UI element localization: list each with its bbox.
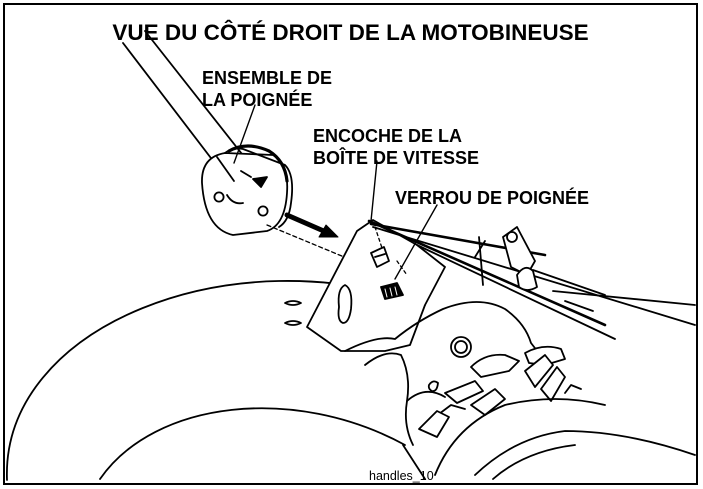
tine-blades (419, 347, 695, 479)
mounting-plate (307, 220, 445, 351)
label-handle-assembly-line-1: ENSEMBLE DE (202, 67, 332, 89)
label-gearbox-notch-line-2: BOÎTE DE VITESSE (313, 147, 479, 169)
label-handle-lock-line-1: VERROU DE POIGNÉE (395, 187, 589, 209)
label-handle-assembly: ENSEMBLE DE LA POIGNÉE (202, 67, 332, 111)
wheel-slot-upper (285, 301, 301, 305)
diagram-frame: VUE DU CÔTÉ DROIT DE LA MOTOBINEUSE ENSE… (3, 3, 698, 485)
figure-caption: handles_10 (369, 469, 434, 483)
tiller-illustration (5, 5, 696, 483)
label-gearbox-notch-line-1: ENCOCHE DE LA (313, 125, 479, 147)
label-handle-lock: VERROU DE POIGNÉE (395, 187, 589, 209)
wheel-slot-lower (285, 321, 301, 325)
diagram-title: VUE DU CÔTÉ DROIT DE LA MOTOBINEUSE (5, 20, 696, 46)
handle-assembly (123, 31, 292, 235)
label-handle-assembly-line-2: LA POIGNÉE (202, 89, 332, 111)
gearbox-notch-marker (371, 161, 389, 267)
label-gearbox-notch: ENCOCHE DE LA BOÎTE DE VITESSE (313, 125, 479, 169)
